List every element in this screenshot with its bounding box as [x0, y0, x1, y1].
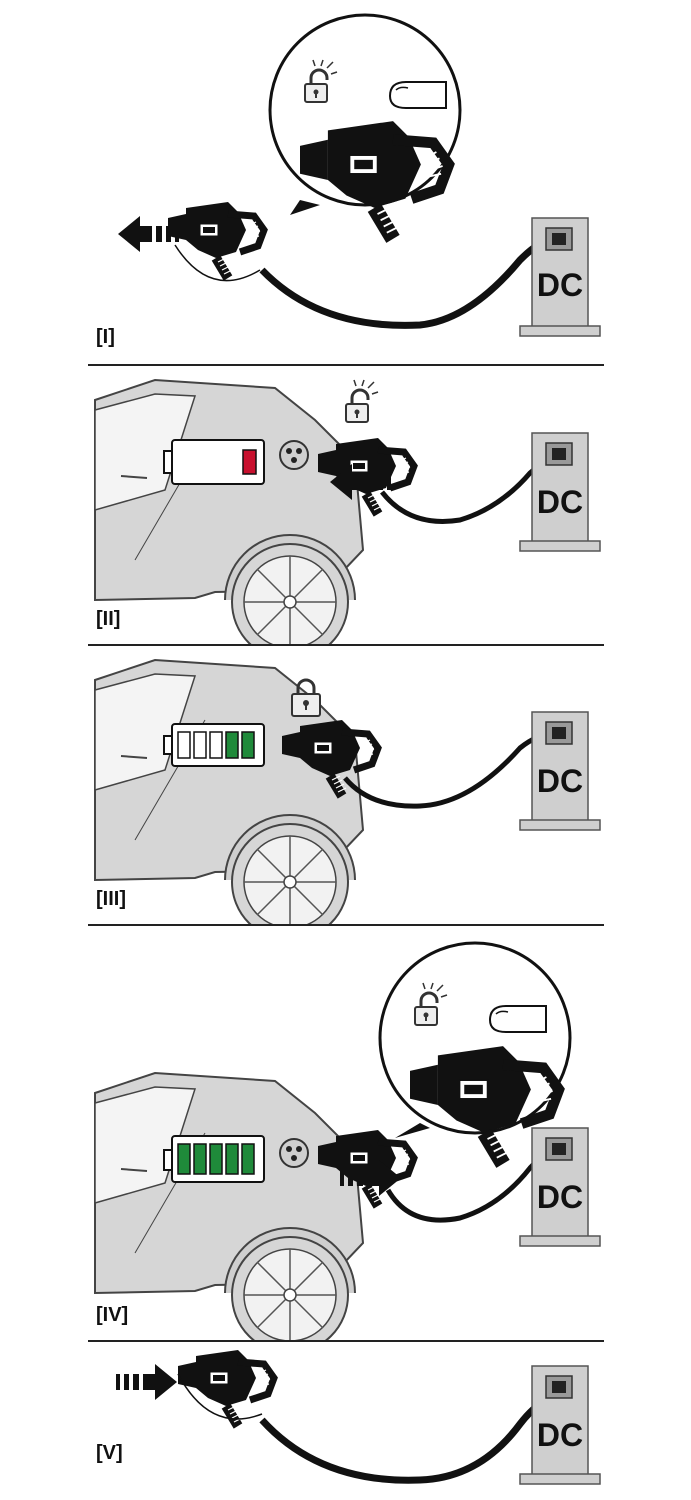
step-label: [V]	[96, 1442, 123, 1464]
divider	[88, 644, 604, 646]
dc-charging-station: DC	[519, 217, 601, 337]
electric-car	[94, 659, 364, 926]
electric-car	[94, 379, 364, 646]
step-5-panel: DC [V]	[0, 1344, 691, 1500]
battery-indicator	[163, 1135, 265, 1183]
station-label: DC	[537, 484, 583, 520]
finger-icon	[489, 1005, 547, 1033]
divider	[88, 1340, 604, 1342]
zoom-callout	[378, 941, 572, 1164]
charging-cable	[259, 234, 556, 329]
step-label: [I]	[96, 326, 115, 348]
step-2-panel: DC [II]	[0, 368, 691, 646]
divider	[88, 924, 604, 926]
electric-car	[94, 1072, 364, 1340]
step-2-illustration: DC	[94, 378, 601, 646]
charging-connector	[168, 202, 264, 278]
station-label: DC	[537, 763, 583, 799]
step-1-illustration: DC	[118, 13, 601, 337]
step-label: [II]	[96, 608, 121, 630]
dc-charging-station: DC	[519, 432, 601, 552]
charging-cable	[259, 1392, 561, 1484]
station-label: DC	[537, 1417, 583, 1453]
dc-charging-station: DC	[519, 1365, 601, 1485]
charging-socket	[279, 440, 309, 470]
station-label: DC	[537, 267, 583, 303]
step-3-illustration: DC	[94, 659, 601, 926]
dc-charging-station: DC	[519, 711, 601, 831]
insert-arrow-icon	[116, 1364, 177, 1400]
step-label: [III]	[96, 888, 126, 910]
divider	[88, 364, 604, 366]
battery-indicator	[163, 439, 265, 485]
step-5-illustration: DC	[116, 1344, 601, 1485]
battery-indicator	[163, 723, 265, 767]
finger-icon	[389, 81, 447, 109]
zoom-callout	[268, 13, 462, 239]
dc-charging-station: DC	[519, 1127, 601, 1247]
step-label: [IV]	[96, 1304, 129, 1326]
step-4-illustration: DC	[94, 941, 601, 1340]
step-3-panel: DC [III]	[0, 648, 691, 926]
step-1-panel: DC [I]	[0, 0, 691, 360]
station-label: DC	[537, 1179, 583, 1215]
unlock-icon	[344, 378, 380, 424]
step-4-panel: DC [IV]	[0, 928, 691, 1340]
charging-socket	[279, 1138, 309, 1168]
